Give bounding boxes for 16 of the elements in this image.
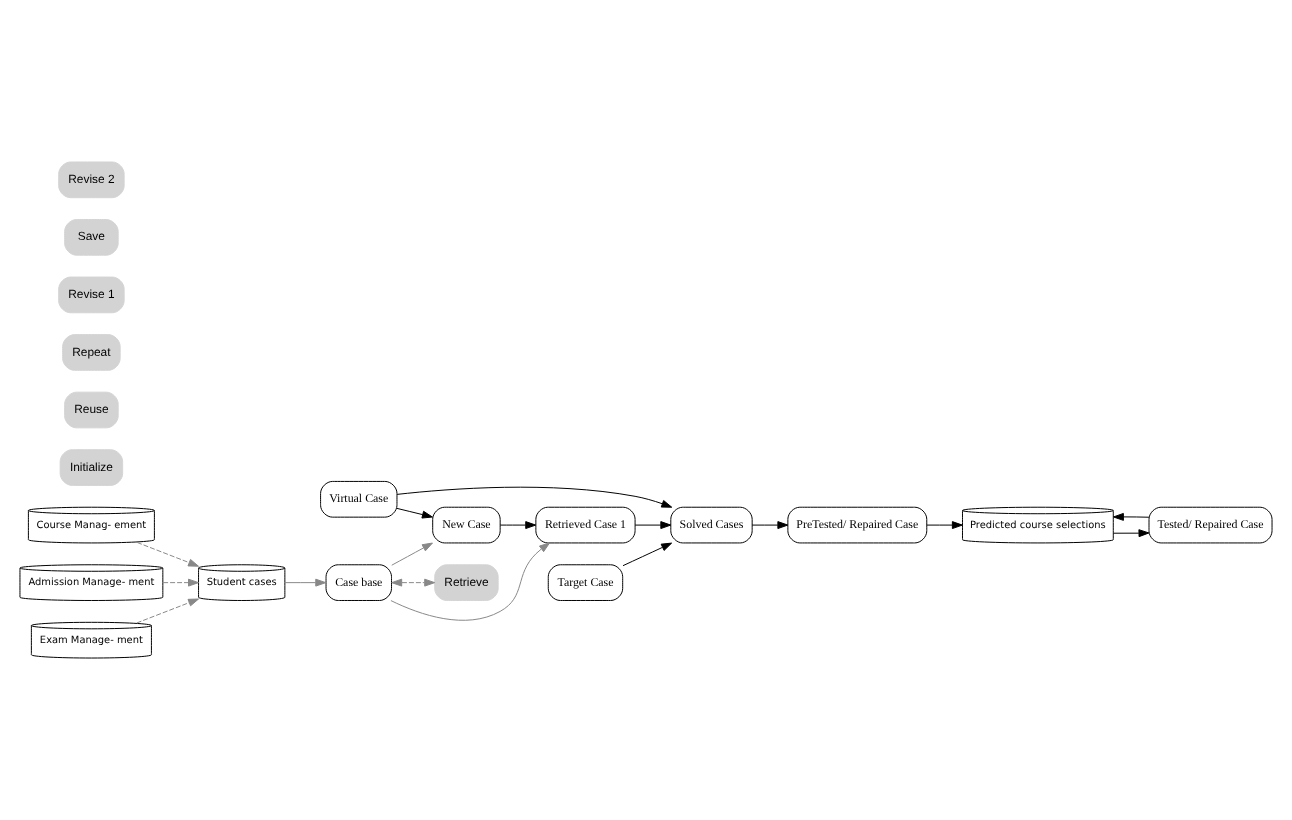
arrow	[634, 521, 672, 530]
arrow	[390, 542, 551, 621]
arrow	[162, 578, 199, 587]
arrow	[284, 578, 327, 587]
arrow	[391, 542, 433, 566]
arrow	[396, 507, 433, 519]
arrow	[622, 542, 673, 567]
arrow	[136, 542, 199, 567]
arrow	[136, 598, 200, 624]
arrow	[1113, 529, 1150, 538]
arrow	[396, 486, 673, 508]
arrow	[1113, 512, 1150, 521]
arrow	[751, 521, 789, 530]
arrow	[391, 578, 436, 587]
arrow	[499, 521, 537, 530]
arrow	[926, 521, 963, 530]
